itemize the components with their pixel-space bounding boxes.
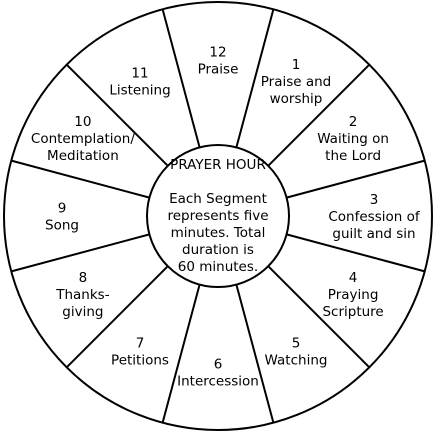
segment-divider bbox=[11, 233, 150, 273]
segment-divider bbox=[235, 284, 275, 423]
segment-number: 1 bbox=[292, 57, 301, 73]
segment-label-line: Petitions bbox=[111, 353, 169, 369]
segment-number: 11 bbox=[131, 65, 148, 81]
segment-label-line: Thanks- bbox=[55, 287, 109, 303]
segment-label-line: Song bbox=[45, 218, 79, 234]
segment-number: 7 bbox=[136, 336, 145, 352]
segment-label-line: Confession of bbox=[328, 209, 420, 225]
segment-label-line: the Lord bbox=[325, 148, 381, 164]
segment-label-line: Watching bbox=[265, 353, 328, 369]
center-description-line-5: 60 minutes. bbox=[178, 259, 258, 275]
segment-divider bbox=[65, 265, 169, 369]
segment-number: 8 bbox=[79, 270, 88, 286]
segment-number: 6 bbox=[214, 357, 223, 373]
segment-divider bbox=[65, 63, 169, 167]
segment-label-line: Intercession bbox=[177, 374, 259, 390]
center-text: PRAYER HOUR Each Segment represents five… bbox=[168, 157, 269, 275]
segment-label-line: Scripture bbox=[322, 304, 383, 320]
segment-label-line: Praying bbox=[328, 287, 379, 303]
segment-number: 5 bbox=[292, 336, 301, 352]
center-description-line-4: duration is bbox=[182, 242, 254, 258]
segment-divider bbox=[286, 233, 425, 273]
segment-divider bbox=[11, 159, 150, 199]
center-description-line-3: minutes. Total bbox=[171, 225, 266, 241]
center-description-line-2: represents five bbox=[168, 208, 269, 224]
center-title: PRAYER HOUR bbox=[170, 157, 266, 173]
segment-divider bbox=[286, 159, 425, 199]
segment-label-line: worship bbox=[270, 91, 323, 107]
center-circle bbox=[146, 144, 290, 288]
segment-divider bbox=[235, 9, 275, 148]
segment-divider bbox=[161, 9, 201, 148]
segment-dividers bbox=[11, 9, 425, 423]
segment-label-line: Meditation bbox=[47, 148, 119, 164]
segment-divider bbox=[161, 284, 201, 423]
segment-number: 2 bbox=[349, 114, 358, 130]
segment-label-line: Praise bbox=[198, 62, 239, 78]
segment-divider bbox=[267, 265, 371, 369]
segment-label-line: Contemplation/ bbox=[31, 131, 135, 147]
segment-label-line: Praise and bbox=[261, 74, 332, 90]
segment-number: 12 bbox=[209, 45, 226, 61]
segment-number: 3 bbox=[370, 192, 379, 208]
segment-divider bbox=[267, 63, 371, 167]
segment-number: 4 bbox=[349, 270, 358, 286]
segment-label-line: giving bbox=[62, 304, 103, 320]
segment-label-line: Waiting on bbox=[317, 131, 389, 147]
segment-number: 9 bbox=[58, 201, 67, 217]
center-description-line-1: Each Segment bbox=[169, 191, 267, 207]
segment-number: 10 bbox=[74, 114, 91, 130]
segment-label-line: Listening bbox=[109, 82, 170, 98]
segment-label-line: guilt and sin bbox=[332, 226, 415, 242]
